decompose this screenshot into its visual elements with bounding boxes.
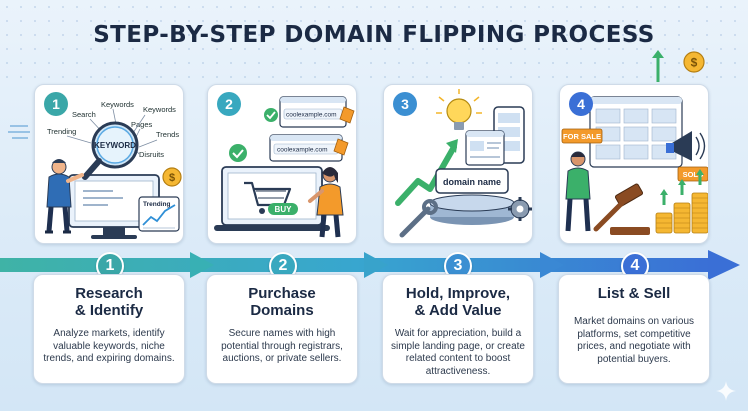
word-disruits: Disruits — [139, 150, 164, 159]
magnifier-label: KEYWORD — [94, 141, 136, 150]
sold-label: SOLD — [683, 170, 704, 179]
step-2-title-line2: Domains — [250, 302, 314, 319]
research-illustration: Search Keywords Keywords Trending Pages … — [45, 100, 182, 239]
price-tag-icon — [333, 106, 355, 156]
word-trends: Trends — [156, 130, 179, 139]
speed-lines-decoration — [8, 125, 30, 139]
sparkle-icon — [716, 381, 736, 401]
auction-gavel-icon — [593, 183, 650, 235]
step-2-illustration-card: coolexample.com coolexample.com — [207, 84, 357, 244]
step-1-text-card: Research & Identify Analyze markets, ide… — [33, 274, 185, 384]
word-keywords-1: Keywords — [101, 100, 134, 109]
svg-text:$: $ — [691, 56, 698, 70]
step-2-text-card: Purchase Domains Secure names with high … — [206, 274, 358, 384]
person-icon — [565, 151, 591, 232]
pedestal-domain-label: domain name — [443, 177, 501, 187]
domain-name-2: coolexample.com — [277, 147, 328, 154]
step-4-text-card: List & Sell Market domains on various pl… — [558, 274, 710, 384]
domain-window-2: coolexample.com — [269, 134, 343, 162]
step-3-title-line1: Hold, Improve, — [405, 285, 511, 302]
arrow-head — [708, 250, 740, 280]
process-arrow — [0, 250, 740, 280]
step-2-description: Secure names with high potential through… — [221, 328, 343, 364]
word-keywords-2: Keywords — [143, 105, 176, 114]
marketplace-window — [589, 96, 683, 168]
step-1-title-line1: Research — [75, 285, 143, 302]
dollar-coin-icon: $ — [162, 167, 182, 187]
step-3-text-card: Hold, Improve, & Add Value Wait for appr… — [382, 274, 534, 384]
growth-arrow-icon — [395, 139, 458, 206]
step-3-illustration-card: domain name 3 — [383, 84, 533, 244]
trend-chart-label: Trending — [143, 201, 170, 208]
sold-sign: SOLD — [677, 166, 708, 182]
word-pages: Pages — [131, 120, 153, 129]
for-sale-sign: FOR SALE — [561, 128, 603, 144]
top-right-coins-decoration: $ — [652, 50, 705, 82]
buy-button-illustration: BUY — [268, 203, 298, 215]
arrow-chevron-2 — [364, 252, 388, 278]
sell-illustration: FOR SALE SOLD — [561, 96, 708, 235]
wrench-icon — [399, 199, 438, 238]
step-3-card-badge: 3 — [393, 92, 417, 116]
step-2-title-line1: Purchase — [248, 285, 316, 302]
step-4-title-line1: List & Sell — [597, 285, 671, 302]
trend-chart-icon: Trending — [138, 196, 180, 232]
domain-window-1: coolexample.com — [279, 96, 347, 128]
domain-pedestal: domain name — [429, 168, 515, 225]
step-1-card-badge: 1 — [44, 92, 68, 116]
word-trending: Trending — [47, 127, 76, 136]
magnifier-icon: KEYWORD — [82, 121, 139, 180]
buy-label: BUY — [275, 205, 293, 214]
lightbulb-icon — [436, 89, 482, 130]
arrow-chevron-3 — [540, 252, 564, 278]
domain-name-1: coolexample.com — [286, 112, 337, 119]
step-2-card-badge: 2 — [217, 92, 241, 116]
word-search: Search — [72, 110, 96, 119]
checkmark-icon — [229, 108, 278, 162]
megaphone-icon — [666, 131, 706, 161]
improve-illustration: domain name — [395, 89, 532, 238]
step-4-card-badge: 4 — [569, 92, 593, 116]
for-sale-label: FOR SALE — [563, 132, 601, 141]
step-4-description: Market domains on various platforms, set… — [573, 316, 695, 365]
step-3-description: Wait for appreciation, build a simple la… — [391, 328, 525, 377]
step-4-illustration-card: FOR SALE SOLD — [559, 84, 709, 244]
svg-text:$: $ — [169, 172, 175, 184]
step-1-description: Analyze markets, identify valuable keywo… — [43, 328, 175, 364]
step-1-title-line2: & Identify — [74, 302, 144, 319]
page-title: STEP-BY-STEP DOMAIN FLIPPING PROCESS — [93, 22, 655, 48]
step-3-title-line2: & Add Value — [414, 302, 502, 319]
person-icon — [45, 159, 84, 234]
browser-window-icon — [465, 130, 505, 166]
arrow-chevron-1 — [190, 252, 214, 278]
dollar-coin-icon: $ — [683, 51, 705, 73]
purchase-illustration: coolexample.com coolexample.com — [214, 96, 355, 238]
step-1-illustration-card: Search Keywords Keywords Trending Pages … — [34, 84, 184, 244]
person-icon — [308, 167, 344, 238]
coin-stack-icon — [655, 169, 708, 234]
gear-icon — [508, 197, 532, 221]
